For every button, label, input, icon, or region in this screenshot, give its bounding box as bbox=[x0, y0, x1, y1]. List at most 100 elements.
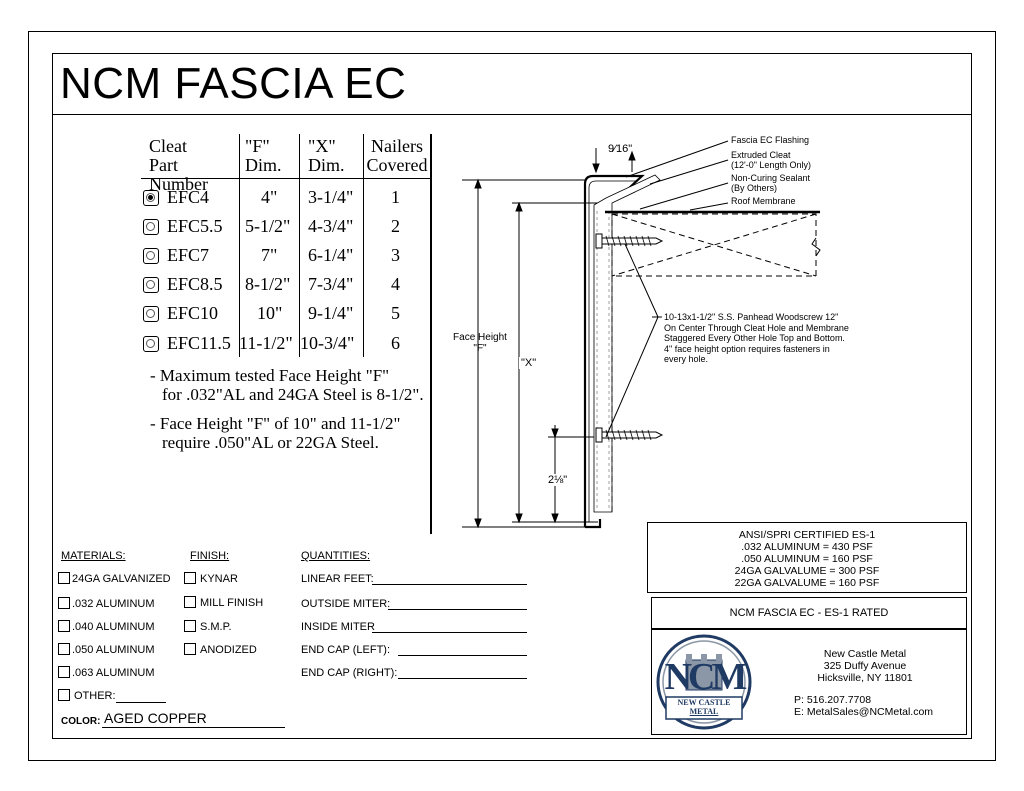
other-label: OTHER: bbox=[74, 690, 116, 702]
header-nailers-line1: Nailers bbox=[371, 136, 423, 156]
color-label: COLOR: bbox=[61, 716, 101, 727]
x-dim: 4-3/4" bbox=[308, 216, 354, 236]
x-dim: 10-3/4" bbox=[300, 333, 355, 353]
header-f-line1: "F" bbox=[245, 136, 270, 156]
radio-icon[interactable] bbox=[143, 306, 159, 322]
radio-icon[interactable] bbox=[143, 336, 159, 352]
table-divider bbox=[239, 134, 240, 357]
finish-heading: FINISH: bbox=[190, 550, 230, 562]
outer-frame bbox=[28, 31, 996, 761]
checkbox-063-aluminum[interactable] bbox=[58, 666, 70, 678]
materials-heading: MATERIALS: bbox=[61, 550, 126, 562]
drawing-sheet bbox=[52, 53, 972, 739]
part-number: EFC10 bbox=[167, 303, 219, 323]
checkbox-other[interactable] bbox=[58, 689, 70, 701]
quantity-label: INSIDE MITER bbox=[301, 621, 375, 633]
linear-feet-input[interactable] bbox=[372, 584, 527, 585]
logo-caption: NEW CASTLE METAL bbox=[666, 698, 742, 716]
callout-membrane: Roof Membrane bbox=[731, 195, 796, 206]
header-part-line2: Number bbox=[149, 174, 208, 194]
f-dim: 5-1/2" bbox=[245, 216, 291, 236]
leader-screw bbox=[605, 316, 659, 438]
table-row[interactable]: EFC5.5 5-1/2" 4-3/4" 2 bbox=[143, 216, 443, 246]
header-x-line2: Dim. bbox=[308, 155, 345, 175]
arrowhead bbox=[474, 178, 482, 189]
cert-line: ANSI/SPRI CERTIFIED ES-1 bbox=[738, 529, 876, 541]
end-cap-left-input[interactable] bbox=[398, 655, 527, 656]
x-dim: 9-1/4" bbox=[308, 303, 354, 323]
checkbox-24ga-galvanized[interactable] bbox=[58, 572, 70, 584]
company-address-line2: Hicksville, NY 11801 bbox=[817, 672, 913, 684]
note-line: - Face Height "F" of 10" and 11-1/2" bbox=[150, 414, 401, 433]
table-header-rule bbox=[141, 178, 431, 179]
checkbox-mill-finish[interactable] bbox=[184, 596, 196, 608]
finish-label: S.M.P. bbox=[200, 621, 232, 633]
header-part-line1: Cleat Part bbox=[149, 136, 187, 175]
nailer-cross bbox=[611, 213, 817, 277]
logo-caption-line1: NEW CASTLE bbox=[677, 698, 731, 707]
color-value[interactable]: AGED COPPER bbox=[104, 710, 207, 726]
cert-line: 22GA GALVALUME = 160 PSF bbox=[734, 577, 880, 589]
table-row[interactable]: EFC7 7" 6-1/4" 3 bbox=[143, 245, 443, 275]
note-line: for .032"AL and 24GA Steel is 8-1/2". bbox=[162, 385, 424, 404]
material-label: .040 ALUMINUM bbox=[72, 621, 155, 633]
nailers-covered: 5 bbox=[391, 303, 400, 323]
end-cap-right-input[interactable] bbox=[398, 678, 527, 679]
table-row[interactable]: EFC10 10" 9-1/4" 5 bbox=[143, 303, 443, 333]
radio-icon[interactable] bbox=[143, 248, 159, 264]
quantity-label: OUTSIDE MITER: bbox=[301, 598, 391, 610]
cert-line: 24GA GALVALUME = 300 PSF bbox=[734, 565, 880, 577]
dim-top-label: 9⁄16" bbox=[608, 143, 633, 155]
radio-icon[interactable] bbox=[143, 277, 159, 293]
arrowhead bbox=[592, 163, 600, 174]
cert-line: .032 ALUMINUM = 430 PSF bbox=[741, 541, 873, 553]
screw-note-line: On Center Through Cleat Hole and Membran… bbox=[664, 322, 849, 333]
company-name: New Castle Metal bbox=[823, 648, 907, 660]
x-dim: 6-1/4" bbox=[308, 245, 354, 265]
checkbox-smp[interactable] bbox=[184, 620, 196, 632]
checkbox-040-aluminum[interactable] bbox=[58, 620, 70, 632]
table-row[interactable]: EFC11.5 11-1/2" 10-3/4" 6 bbox=[143, 333, 443, 363]
material-label: 24GA GALVANIZED bbox=[72, 573, 171, 585]
checkbox-032-aluminum[interactable] bbox=[58, 597, 70, 609]
header-f-line2: Dim. bbox=[245, 155, 282, 175]
company-email[interactable]: E: MetalSales@NCMetal.com bbox=[794, 706, 934, 718]
certification-box: ANSI/SPRI CERTIFIED ES-1 .032 ALUMINUM =… bbox=[647, 522, 967, 593]
table-divider bbox=[299, 134, 300, 357]
company-phone: P: 516.207.7708 bbox=[794, 694, 872, 706]
cert-line: .050 ALUMINUM = 160 PSF bbox=[741, 553, 873, 565]
screw-top bbox=[595, 233, 664, 249]
callout-cleat-note: (12'-0" Length Only) bbox=[731, 160, 811, 170]
table-row[interactable]: EFC8.5 8-1/2" 7-3/4" 4 bbox=[143, 274, 443, 304]
callout-stack: Fascia EC Flashing Extruded Cleat (12'-0… bbox=[731, 135, 811, 206]
f-dim: 11-1/2" bbox=[239, 333, 293, 353]
radio-selected-icon[interactable] bbox=[143, 190, 159, 206]
screw-note-line: every hole. bbox=[664, 354, 709, 364]
header-x: "X" Dim. bbox=[308, 137, 345, 175]
fascia-drip-edge bbox=[585, 519, 602, 529]
face-height-line2: "F" bbox=[473, 343, 487, 354]
screw-note: 10-13x1-1/2" S.S. Panhead Woodscrew 12" … bbox=[664, 312, 849, 365]
radio-icon[interactable] bbox=[143, 219, 159, 235]
leader-flashing bbox=[625, 140, 729, 178]
finish-label: KYNAR bbox=[200, 573, 238, 585]
finish-label: MILL FINISH bbox=[200, 597, 264, 609]
checkbox-anodized[interactable] bbox=[184, 643, 196, 655]
leader-screw bbox=[624, 243, 659, 318]
checkbox-kynar[interactable] bbox=[184, 572, 196, 584]
arrowhead bbox=[628, 150, 636, 161]
face-height-line1: Face Height bbox=[453, 332, 507, 343]
certification-text: ANSI/SPRI CERTIFIED ES-1 .032 ALUMINUM =… bbox=[648, 529, 966, 589]
arrowhead bbox=[515, 201, 523, 212]
other-input-line[interactable] bbox=[116, 702, 166, 703]
fascia-flashing-profile bbox=[583, 174, 645, 527]
inside-miter-input[interactable] bbox=[372, 632, 527, 633]
logo-caption-line2: METAL bbox=[689, 707, 719, 716]
arrowhead bbox=[551, 428, 559, 439]
outside-miter-input[interactable] bbox=[388, 609, 527, 610]
table-row[interactable]: EFC4 4" 3-1/4" 1 bbox=[143, 187, 443, 217]
nailer-outline bbox=[611, 213, 817, 277]
checkbox-050-aluminum[interactable] bbox=[58, 643, 70, 655]
header-f: "F" Dim. bbox=[245, 137, 282, 175]
